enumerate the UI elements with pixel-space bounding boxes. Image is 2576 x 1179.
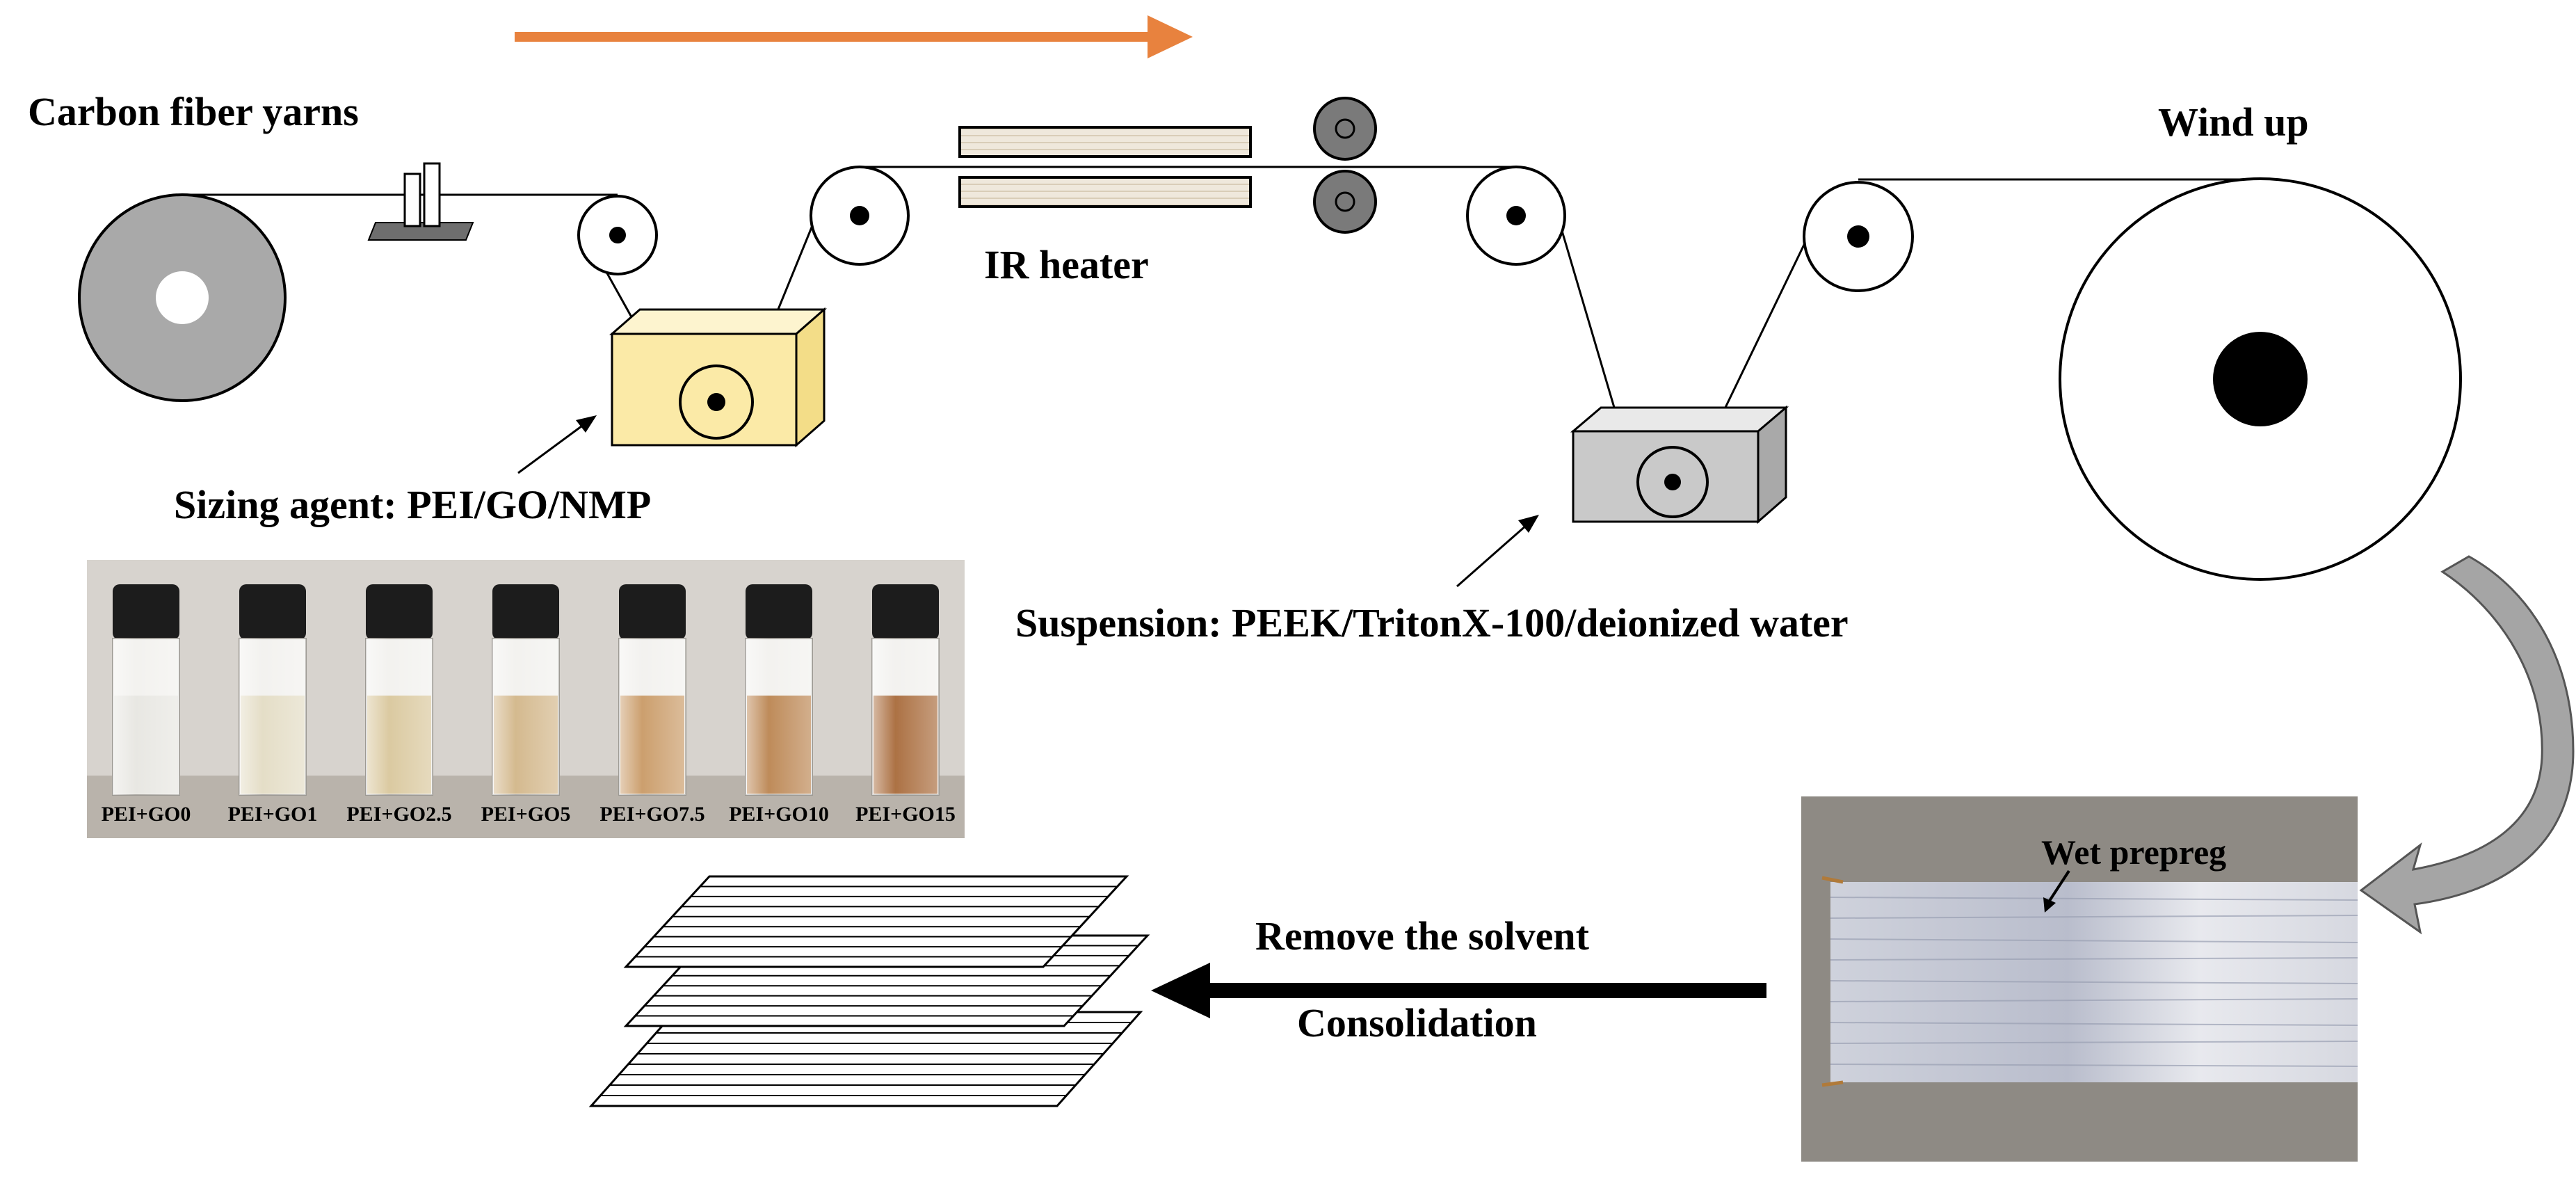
sizing-bath (609, 307, 827, 448)
guide-roller-3 (1466, 166, 1566, 266)
vials-group: PEI+GO0 PEI+GO1 PEI+GO2.5 PEI+GO5 PEI+GO7.5 P… (102, 584, 956, 826)
vial-cap (113, 584, 179, 640)
vial-label: PEI+GO0 (102, 803, 191, 826)
suspension-bath-roller (1636, 446, 1709, 518)
vial: PEI+GO5 (481, 584, 571, 826)
vial: PEI+GO1 (228, 584, 318, 826)
vial-cap (746, 584, 812, 640)
vial-label: PEI+GO1 (228, 803, 318, 826)
vial-cap (872, 584, 939, 640)
sizing-bath-roller (679, 364, 754, 440)
vial-cap (239, 584, 306, 640)
process-direction-arrow (515, 15, 1193, 58)
laminate-stack (588, 875, 1150, 1107)
vial-cap (492, 584, 559, 640)
vial: PEI+GO0 (102, 584, 191, 826)
consolidation-arrow (1151, 963, 1766, 1018)
process-arrow-head (1148, 15, 1193, 58)
vial-label: PEI+GO7.5 (599, 803, 705, 826)
vial-label: PEI+GO15 (855, 803, 956, 826)
suspension-label: Suspension: PEEK/TritonX-100/deionized w… (1015, 600, 1849, 645)
carbon-fiber-label: Carbon fiber yarns (28, 89, 359, 134)
consolidation-label: Consolidation (1297, 1000, 1537, 1045)
sizing-agent-label: Sizing agent: PEI/GO/NMP (174, 482, 651, 527)
vial: PEI+GO10 (729, 584, 829, 826)
suspension-bath (1570, 405, 1789, 524)
ir-heater (958, 126, 1252, 208)
ir-heater-label: IR heater (984, 242, 1149, 287)
ir-heater-top (958, 126, 1252, 158)
wind-up-spool (2059, 177, 2462, 581)
guide-roller-4 (1803, 181, 1914, 292)
vial: PEI+GO7.5 (599, 584, 705, 826)
wet-prepreg-photo (1801, 796, 2358, 1162)
ir-heater-bottom (958, 176, 1252, 208)
wet-prepreg-label: Wet prepreg (2041, 833, 2226, 872)
vial: PEI+GO15 (855, 584, 956, 826)
pointer-arrows (517, 415, 1539, 588)
vial-label: PEI+GO10 (729, 803, 829, 826)
nip-rollers (1313, 97, 1377, 234)
wind-up-label: Wind up (2158, 99, 2309, 145)
process-arrow-shaft (515, 32, 1175, 42)
vial-label: PEI+GO2.5 (346, 803, 451, 826)
yarn-path (182, 166, 2260, 453)
vial-cap (366, 584, 433, 640)
vials-photo: PEI+GO0 PEI+GO1 PEI+GO2.5 PEI+GO5 PEI+GO7.5 P… (87, 560, 965, 838)
remove-solvent-label: Remove the solvent (1255, 913, 1590, 959)
curved-arrow (2359, 555, 2575, 935)
guide-roller-2 (810, 166, 910, 266)
carbon-fiber-spool (78, 193, 287, 402)
guide-roller-1 (577, 195, 658, 275)
vial-cap (619, 584, 686, 640)
yarn-guide (367, 162, 474, 241)
spool-hole (156, 271, 209, 324)
vial-label: PEI+GO5 (481, 803, 571, 826)
vial: PEI+GO2.5 (346, 584, 452, 826)
